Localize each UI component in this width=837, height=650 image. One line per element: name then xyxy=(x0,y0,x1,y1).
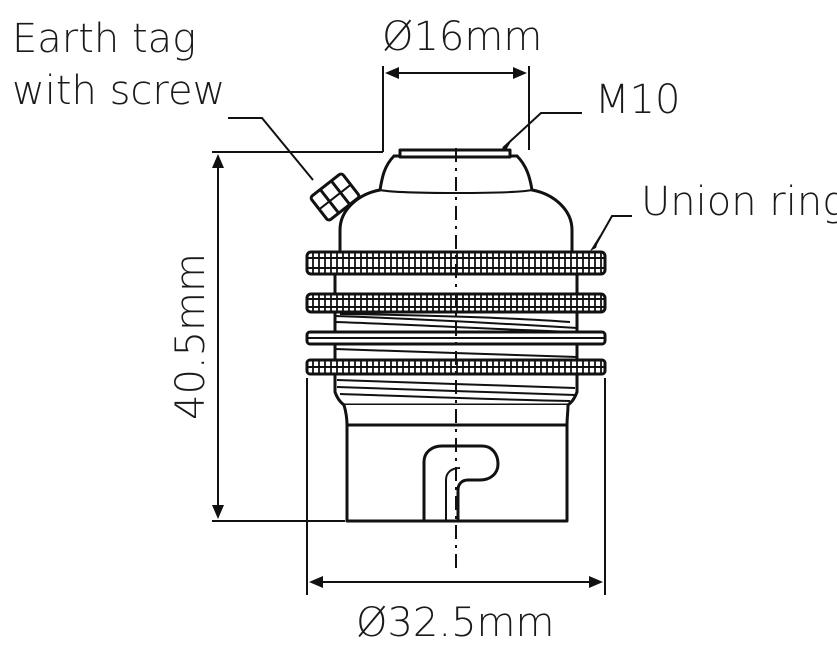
union-ring-leader xyxy=(590,215,632,251)
union-ring-label: Union ring xyxy=(641,179,837,225)
height-label: 40.5mm xyxy=(168,253,214,420)
height-dimension xyxy=(212,151,383,522)
earth-tag-label-line1: Earth tag xyxy=(12,16,196,62)
top-diameter-dimension xyxy=(382,66,530,152)
earth-tag-label-line2: with screw xyxy=(12,68,225,114)
lampholder-body xyxy=(305,148,607,570)
thread-leader xyxy=(498,112,582,152)
bottom-diameter-dimension xyxy=(306,378,606,595)
earth-screw-icon xyxy=(309,172,361,222)
top-diameter-label: Ø16mm xyxy=(382,14,542,60)
thread-label: M10 xyxy=(595,77,680,123)
lampholder-skirt xyxy=(342,403,570,523)
earth-tag-leader xyxy=(228,117,314,181)
bottom-diameter-label: Ø32.5mm xyxy=(356,600,554,645)
union-ring xyxy=(305,250,607,276)
bayonet-slot xyxy=(422,444,500,523)
